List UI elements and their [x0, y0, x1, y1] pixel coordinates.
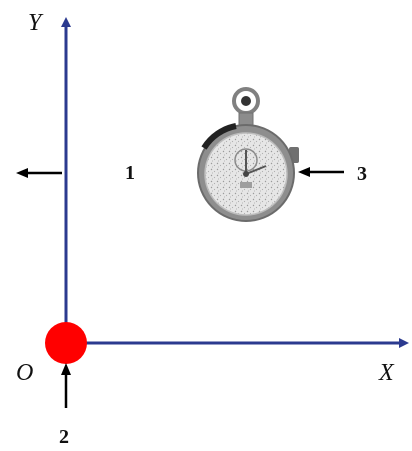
stopwatch-icon: [197, 87, 299, 222]
marker-3-label: 3: [357, 163, 367, 185]
marker-2-label: 2: [59, 426, 69, 448]
marker-1-label: 1: [125, 162, 135, 184]
x-axis-label: X: [378, 360, 395, 386]
y-axis-label: Y: [28, 10, 44, 36]
origin-dot: [45, 322, 87, 364]
origin-label: O: [16, 360, 33, 386]
